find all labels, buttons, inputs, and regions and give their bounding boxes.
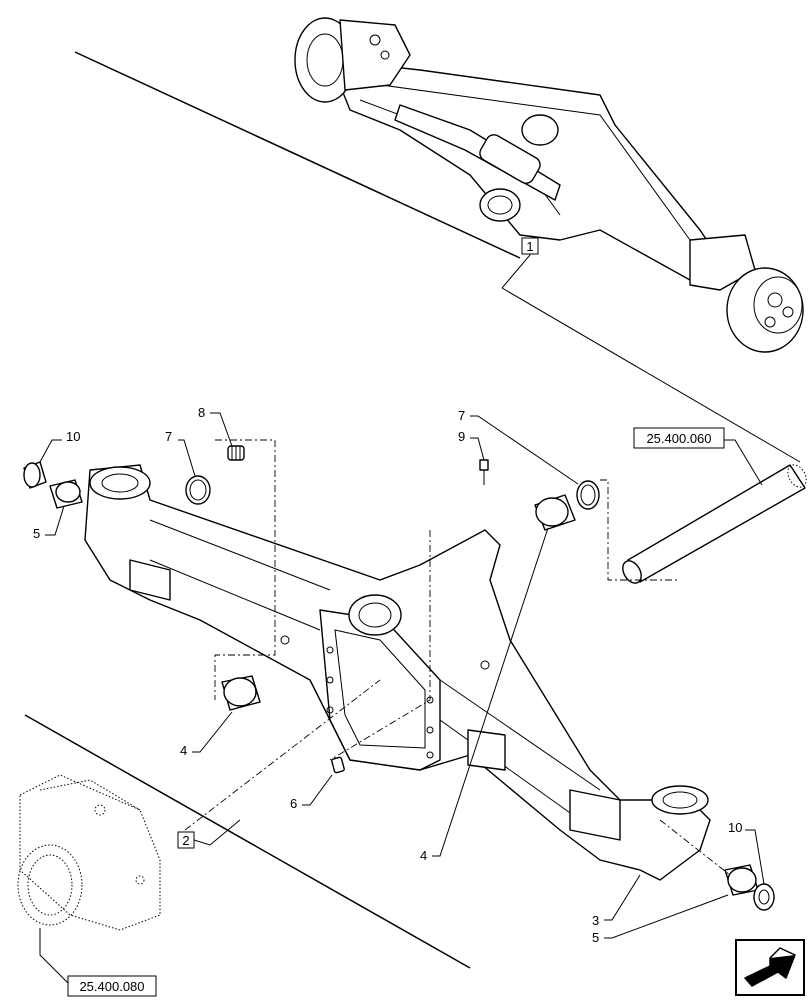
callout-item-3[interactable]: 3 (592, 874, 641, 928)
svg-text:8: 8 (198, 405, 205, 420)
bushing-part-4-right (534, 494, 576, 531)
svg-text:5: 5 (33, 526, 40, 541)
callout-item-8[interactable]: 8 (198, 405, 233, 447)
callout-item-9[interactable]: 9 (458, 429, 485, 461)
callout-item-6[interactable]: 6 (290, 774, 333, 811)
callout-item-7-left[interactable]: 7 (165, 429, 196, 477)
o-ring-7-left-inner (189, 479, 207, 501)
svg-text:25.400.080: 25.400.080 (79, 979, 144, 994)
callout-item-10-left[interactable]: 10 (39, 429, 80, 463)
callout-item-10-right[interactable]: 10 (728, 820, 765, 885)
callout-item-5-left[interactable]: 5 (33, 505, 65, 541)
svg-text:1: 1 (526, 239, 533, 254)
assembly-line-housing (184, 679, 381, 831)
svg-text:5: 5 (592, 930, 599, 945)
callout-item-2[interactable]: 2 (177, 819, 241, 849)
svg-text:3: 3 (592, 913, 599, 928)
plug-part-8 (227, 445, 245, 461)
svg-text:7: 7 (458, 408, 465, 423)
bushing-part-4-left (221, 675, 261, 711)
axle-beam (84, 464, 711, 881)
svg-text:25.400.060: 25.400.060 (646, 431, 711, 446)
separator-line-top (74, 51, 521, 259)
callout-item-5-right[interactable]: 5 (592, 894, 729, 945)
shaft-part (622, 464, 807, 584)
callout-item-1[interactable]: 1 (501, 237, 539, 289)
svg-text:2: 2 (182, 833, 189, 848)
separator-line-bottom (24, 714, 471, 969)
assembly-line-center (329, 530, 431, 761)
axle-overview-assembly (294, 17, 804, 353)
svg-text:10: 10 (66, 429, 80, 444)
svg-text:4: 4 (180, 743, 187, 758)
seal-part-10-right (753, 883, 775, 911)
assembly-line-right-ring (600, 479, 680, 581)
callout-item-4-left[interactable]: 4 (180, 711, 233, 758)
svg-text:9: 9 (458, 429, 465, 444)
shaft-reference-label[interactable]: 25.400.060 (633, 427, 763, 486)
assembly-line-left-bushing (214, 439, 276, 700)
housing-reference-label[interactable]: 25.400.080 (39, 928, 157, 997)
callout-item-4-right[interactable]: 4 (420, 527, 549, 863)
housing-part-ref (17, 774, 161, 931)
pin-part-6 (331, 756, 345, 774)
callout-item-7-right[interactable]: 7 (458, 408, 579, 485)
bushing-part-5-left (49, 479, 83, 509)
svg-text:4: 4 (420, 848, 427, 863)
o-ring-7-right-inner (580, 484, 596, 506)
seal-part-10-left (23, 461, 47, 489)
svg-text:6: 6 (290, 796, 297, 811)
callout-1-tail (501, 287, 801, 463)
svg-text:7: 7 (165, 429, 172, 444)
svg-text:10: 10 (728, 820, 742, 835)
bushing-part-5-right (724, 864, 759, 896)
grease-nipple-part-9 (479, 459, 489, 485)
next-page-arrow-icon[interactable] (735, 939, 805, 996)
